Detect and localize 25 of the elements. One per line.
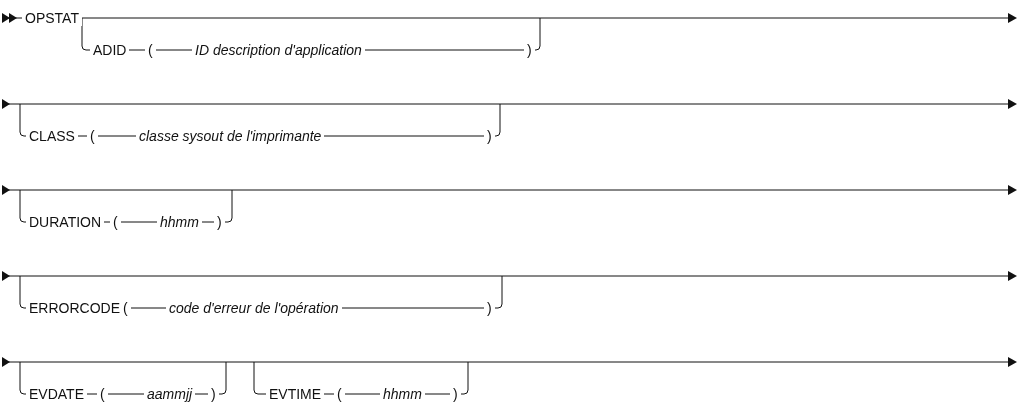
parameter-text: aammjj	[144, 386, 196, 402]
parenthesis: )	[214, 214, 225, 230]
parenthesis: (	[110, 214, 121, 230]
parameter-text: ID description d'application	[192, 42, 365, 58]
keyword: CLASS	[26, 128, 78, 144]
parenthesis: (	[145, 42, 156, 58]
keyword: DURATION	[26, 214, 105, 230]
keyword: ERRORCODE	[26, 300, 123, 316]
parenthesis: )	[450, 386, 461, 402]
parenthesis: )	[484, 300, 495, 316]
keyword: OPSTAT	[22, 10, 82, 26]
parameter-text: classe sysout de l'imprimante	[136, 128, 325, 144]
keyword: EVTIME	[266, 386, 325, 402]
parameter-text: code d'erreur de l'opération	[166, 300, 342, 316]
parameter-text: hhmm	[157, 214, 202, 230]
parenthesis: (	[334, 386, 345, 402]
keyword: EVDATE	[26, 386, 87, 402]
parenthesis: (	[97, 386, 108, 402]
parenthesis: )	[524, 42, 535, 58]
parameter-text: hhmm	[380, 386, 425, 402]
parenthesis: )	[208, 386, 219, 402]
parenthesis: )	[484, 128, 495, 144]
keyword: ADID	[90, 42, 130, 58]
parenthesis: (	[87, 128, 98, 144]
parenthesis: (	[120, 300, 131, 316]
